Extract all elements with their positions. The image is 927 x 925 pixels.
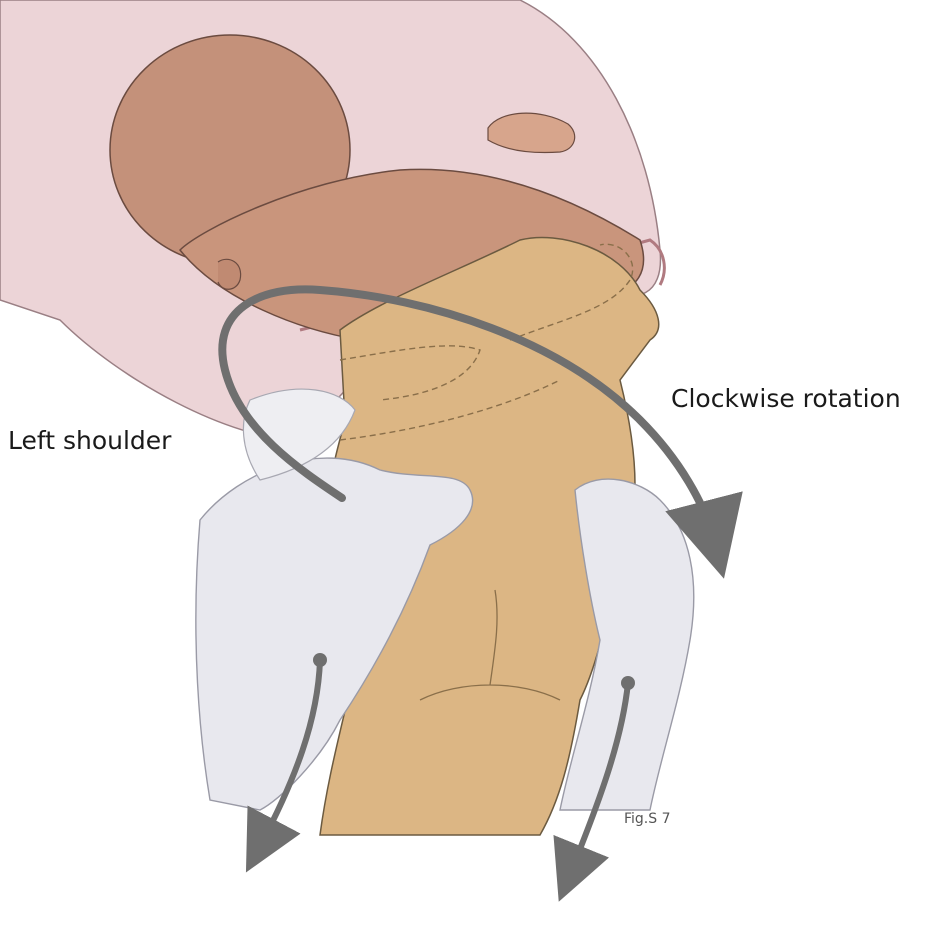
left-shoulder-label: Left shoulder — [8, 426, 171, 455]
figure-number: Fig.S 7 — [624, 811, 671, 827]
clockwise-rotation-label: Clockwise rotation — [671, 384, 901, 413]
baby-ear — [218, 259, 241, 289]
